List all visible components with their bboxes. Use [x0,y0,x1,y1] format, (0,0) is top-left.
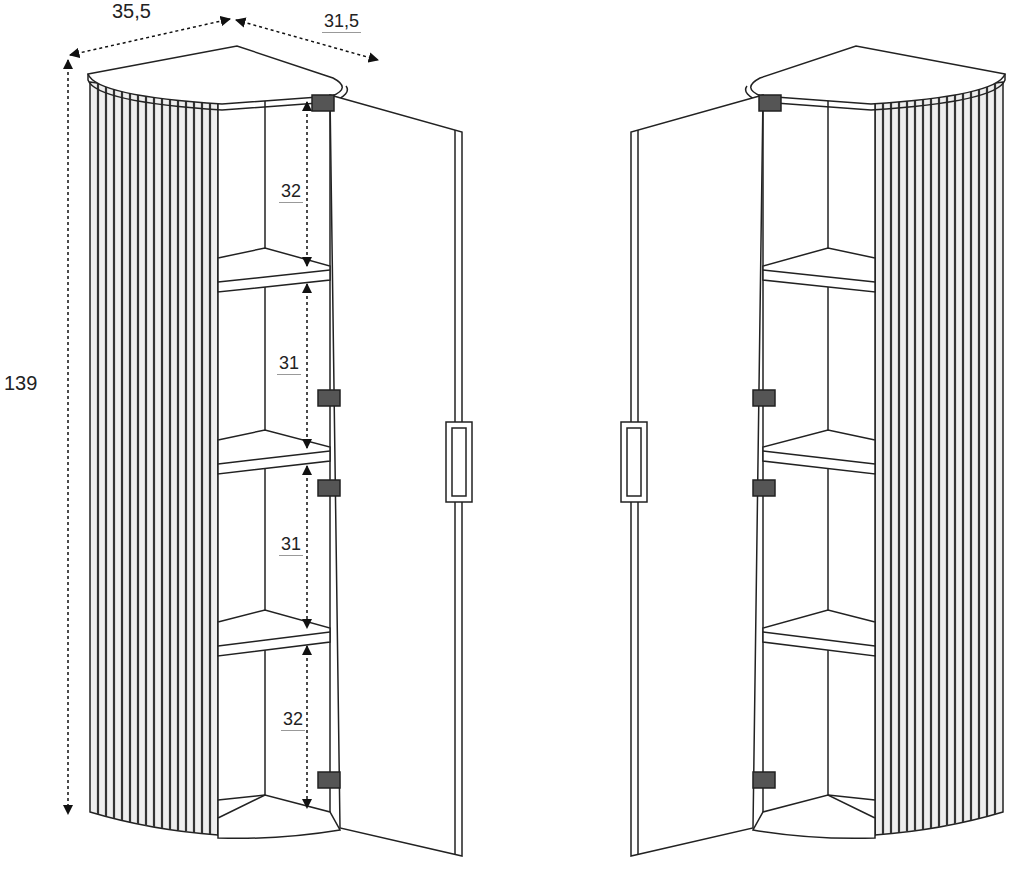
dimension-label: 31 [279,533,303,556]
dimension-label: 35,5 [110,0,153,22]
cabinet-right [621,46,1005,856]
cabinet-left [88,46,472,856]
dimension-label: 31 [277,352,301,375]
dimension-label: 139 [2,372,39,394]
dimension-label: 32 [279,180,303,203]
dimension-label: 32 [281,708,305,731]
dimension-lines [68,19,378,814]
dimension-label: 31,5 [322,10,361,33]
